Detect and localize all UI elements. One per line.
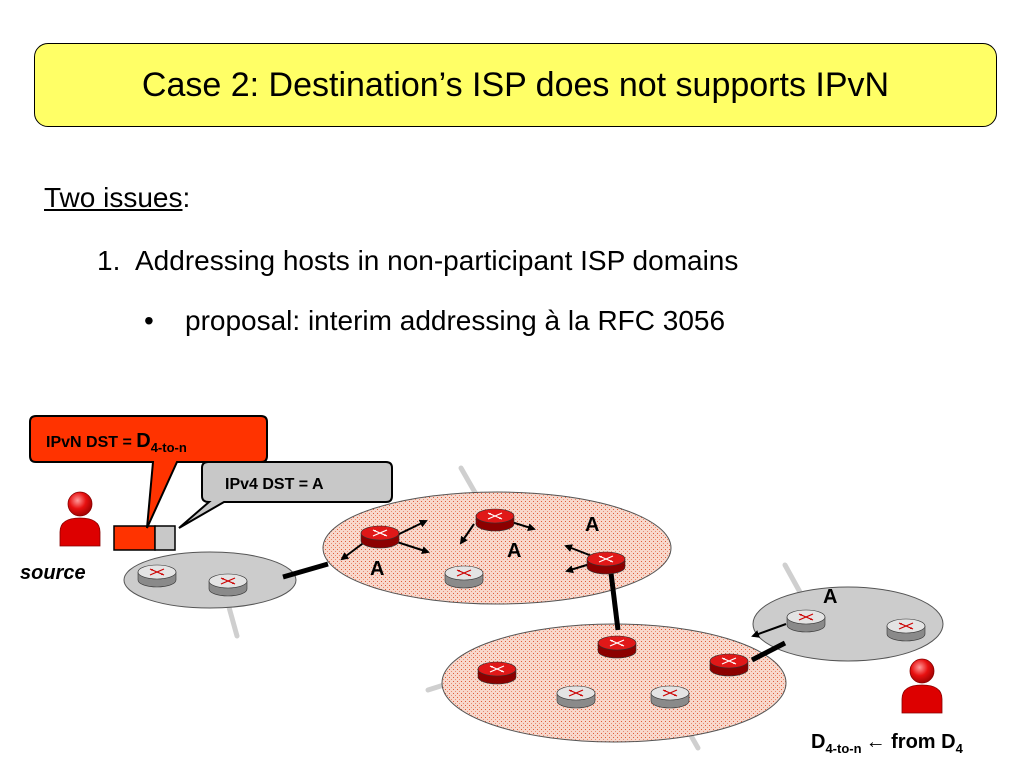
inter-domain-links	[282, 561, 787, 663]
ipvn-isp-domain-bottom	[441, 623, 787, 743]
router-icon	[556, 685, 596, 709]
anycast-label: A	[370, 558, 384, 580]
router-icon	[886, 618, 926, 642]
router-icon	[208, 573, 248, 597]
ipv4-dst-callout	[178, 461, 393, 529]
anycast-label: A	[507, 540, 521, 562]
ipvn-dst-label: IPvN DST = D4-to-n	[46, 430, 187, 455]
source-label: source	[20, 562, 86, 584]
packet-ipv4-header	[154, 525, 176, 551]
source-host-icon	[59, 491, 101, 547]
issue-item-1: 1. Addressing hosts in non-participant IS…	[97, 245, 738, 277]
ipvn-dst-callout	[29, 415, 268, 529]
issue-item-1-number: 1.	[97, 245, 121, 276]
title-box: Case 2: Destination’s ISP does not suppo…	[34, 43, 997, 127]
proposal-text: proposal: interim addressing à la RFC 30…	[185, 305, 726, 336]
issues-heading-colon: :	[182, 182, 191, 213]
proposal-bullet: • proposal: interim addressing à la RFC 3…	[144, 305, 725, 337]
packet-ipvn-header	[113, 525, 156, 551]
slide-title: Case 2: Destination’s ISP does not suppo…	[141, 65, 890, 104]
anycast-label: A	[585, 514, 599, 536]
destination-host-icon	[901, 658, 943, 714]
ipv4-dst-label: IPv4 DST = A	[225, 476, 324, 493]
anycast-labels: A A A A	[370, 514, 837, 608]
destination-isp-domain	[752, 586, 944, 662]
ipvn-router-icon	[477, 661, 517, 685]
ipvn-isp-domain-top	[322, 491, 672, 605]
bullet-icon: •	[144, 305, 154, 336]
router-icon	[650, 685, 690, 709]
router-icon	[444, 565, 484, 589]
ipvn-router-icon	[597, 635, 637, 659]
issue-item-1-text: Addressing hosts in non-participant ISP …	[135, 245, 739, 276]
router-icon	[786, 609, 826, 633]
ipvn-router-icon	[586, 551, 626, 575]
ipvn-router-icon	[360, 525, 400, 549]
issues-heading-label: Two issues	[44, 182, 183, 213]
router-icon	[137, 564, 177, 588]
destination-address-label: D4-to-n← from D4	[811, 731, 964, 756]
ipvn-router-icon	[475, 508, 515, 532]
anycast-label: A	[823, 586, 837, 608]
ipvn-router-icon	[709, 653, 749, 677]
issues-heading: Two issues:	[44, 182, 190, 214]
